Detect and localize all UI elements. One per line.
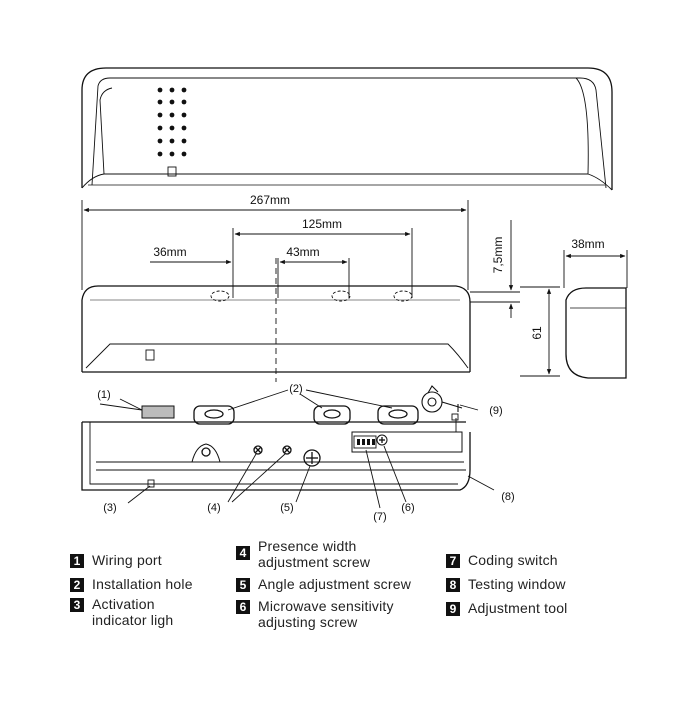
callout-leaders [119,389,495,509]
legend-number: 9 [446,602,460,616]
legend-text: Angle adjustment screw [258,576,412,592]
legend-text: Presence width adjustment screw [258,538,371,570]
legend-number: 2 [70,578,84,592]
callout-8: (8) [501,491,514,503]
callout-labels: (1) (2) (3) (4) (5) (6) (7) (8) (9) [97,383,514,523]
legend-item-angle-screw: 5 Angle adjustment screw [236,576,436,592]
legend-item-adjustment-tool: 9 Adjustment tool [446,600,616,616]
legend-item-wiring-port: 1 Wiring port [70,552,240,568]
front-view-housing [81,285,471,373]
legend-text: Testing window [468,576,566,592]
callout-4: (4) [207,502,220,514]
legend-item-presence-width-screw: 4 Presence width adjustment screw [236,538,396,570]
dim-hole-spacing-outer: 125mm [302,217,342,231]
legend-item-testing-window: 8 Testing window [446,576,616,592]
legend-number: 3 [70,598,84,612]
legend-text: Coding switch [468,552,558,568]
legend-text: Installation hole [92,576,193,592]
dim-offset-left: 36mm [153,245,186,259]
dimension-labels: 267mm 125mm 36mm 43mm 7,5mm 38mm 61 [153,193,604,340]
parts-legend: 1 Wiring port 2 Installation hole 3 Acti… [70,538,630,638]
legend-number: 8 [446,578,460,592]
legend-number: 7 [446,554,460,568]
legend-text: Adjustment tool [468,600,568,616]
legend-item-activation-indicator: 3 Activation indicator ligh [70,596,210,628]
top-view-housing [81,67,613,191]
top-view-dot-grid [157,87,187,157]
legend-number: 1 [70,554,84,568]
dim-depth: 38mm [571,237,604,251]
dim-height-offset: 7,5mm [491,237,505,274]
legend-text: Microwave sensitivity adjusting screw [258,598,394,630]
callout-6: (6) [401,502,414,514]
dim-hole-spacing-inner: 43mm [286,245,319,259]
legend-text: Wiring port [92,552,162,568]
legend-number: 4 [236,546,250,560]
callout-3: (3) [103,502,116,514]
callout-1: (1) [97,389,110,401]
legend-item-microwave-sensitivity-screw: 6 Microwave sensitivity adjusting screw [236,598,416,630]
callout-5: (5) [280,502,293,514]
adjustment-tool-icon [421,385,463,413]
dimension-lines [81,200,628,382]
dim-overall-length: 267mm [250,193,290,207]
callout-7: (7) [373,511,386,523]
bottom-view-housing [81,403,471,491]
legend-text: Activation indicator ligh [92,596,174,628]
legend-number: 5 [236,578,250,592]
callout-2: (2) [289,383,302,395]
legend-item-coding-switch: 7 Coding switch [446,552,616,568]
legend-number: 6 [236,600,250,614]
side-view-housing [565,287,627,379]
dim-height: 61 [530,326,544,340]
callout-9: (9) [489,405,502,417]
legend-item-installation-hole: 2 Installation hole [70,576,240,592]
